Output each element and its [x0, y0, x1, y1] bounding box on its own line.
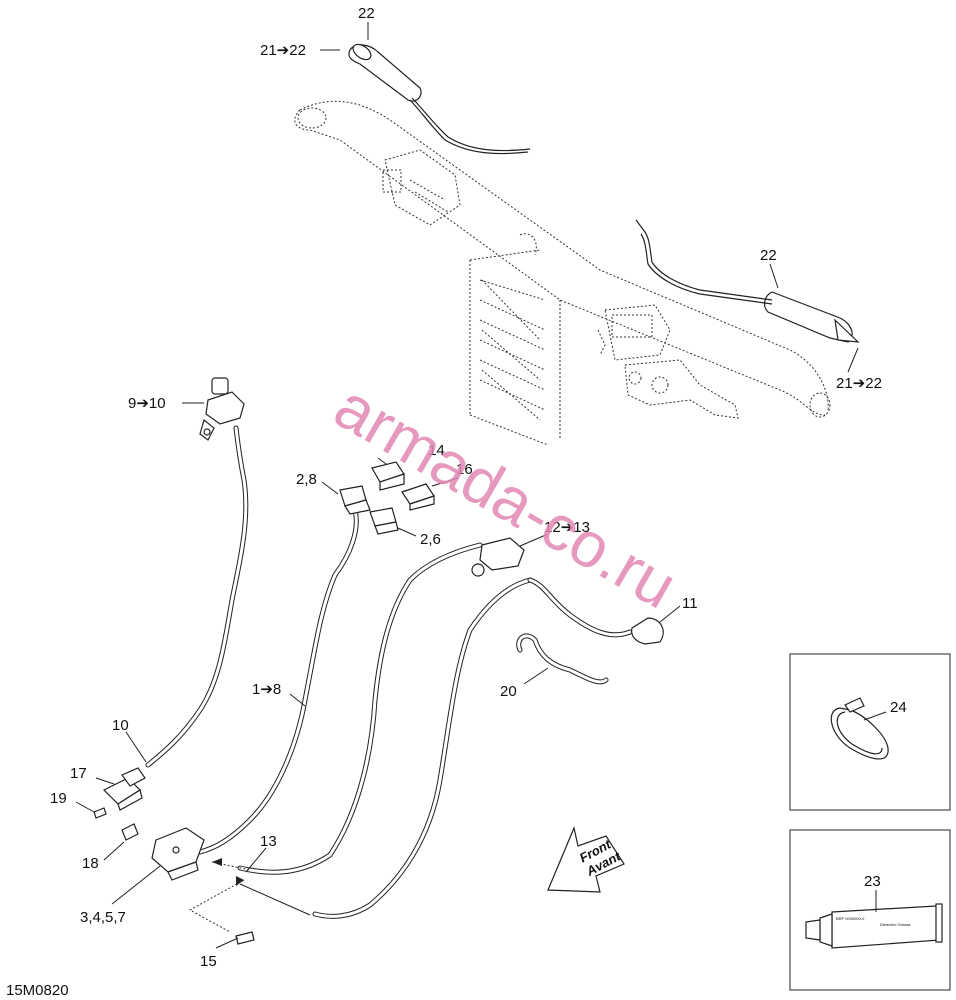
leader-lines — [75, 22, 887, 949]
heated-grip-right — [635, 219, 860, 343]
callout-12-13: 12➔13 — [544, 519, 590, 536]
watermark: armada-co.ru — [323, 370, 689, 623]
terminal-15 — [235, 931, 255, 945]
connector-housing-16 — [401, 483, 435, 511]
figure-code: 15M0820 — [6, 982, 69, 999]
callout-15: 15 — [200, 953, 217, 970]
callout-16: 16 — [456, 461, 473, 478]
tube-label: BRP 0000000-0 Dielectric Grease — [836, 916, 911, 927]
wiring-harness — [145, 425, 633, 919]
guide-lines-13 — [188, 858, 311, 933]
thumb-warmer-element — [631, 617, 664, 645]
heated-grip-top — [348, 43, 531, 155]
callout-21-22-right: 21➔22 — [836, 375, 882, 392]
callout-21-22-top: 21➔22 — [260, 42, 306, 59]
callout-19: 19 — [50, 790, 67, 807]
front-direction-arrow — [547, 826, 625, 893]
tube-text: Dielectric Grease — [880, 922, 911, 927]
callout-11: 11 — [682, 595, 698, 612]
seal-18 — [121, 823, 139, 841]
callout-2-8: 2,8 — [296, 471, 317, 488]
clamp-box — [789, 653, 951, 811]
callout-23: 23 — [864, 873, 881, 890]
connector-housing-14 — [371, 461, 405, 491]
main-connector — [151, 827, 205, 881]
callout-labels: 22 21➔22 22 21➔22 9➔10 14 16 2,8 2,6 12➔… — [50, 5, 907, 970]
callout-13: 13 — [260, 833, 277, 850]
connector-17 — [102, 767, 146, 811]
connector-2-6 — [369, 507, 399, 535]
callout-9-10: 9➔10 — [128, 395, 166, 412]
grease-tube-box — [789, 829, 951, 991]
terminal-19 — [93, 807, 107, 819]
callout-2-6: 2,6 — [420, 531, 441, 548]
callout-3-4-5-7: 3,4,5,7 — [80, 909, 126, 926]
callout-1-8: 1➔8 — [252, 681, 281, 698]
callout-22-right: 22 — [760, 247, 777, 264]
heated-grip-switch — [199, 377, 245, 441]
callout-18: 18 — [82, 855, 99, 872]
callout-14: 14 — [428, 442, 445, 459]
connector-2-8 — [339, 485, 371, 515]
handlebar-assembly — [294, 100, 831, 446]
callout-10: 10 — [112, 717, 129, 734]
tube-brand: BRP 0000000-0 — [836, 916, 865, 921]
thumb-warmer-switch — [471, 537, 525, 577]
callout-20: 20 — [500, 683, 517, 700]
callout-22-top: 22 — [358, 5, 375, 22]
callout-24: 24 — [890, 699, 907, 716]
callout-17: 17 — [70, 765, 87, 782]
